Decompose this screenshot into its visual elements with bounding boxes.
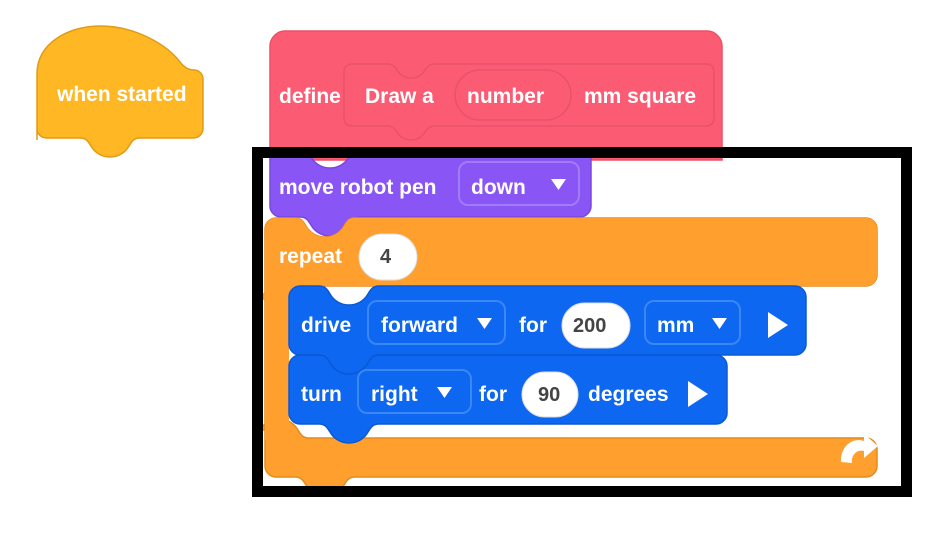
drive-unit-dropdown[interactable] xyxy=(644,300,741,345)
turn-direction-value[interactable]: right xyxy=(371,383,418,406)
repeat-left-arm xyxy=(265,240,289,440)
drive-amount-input[interactable] xyxy=(561,302,631,349)
define-label: define xyxy=(279,85,341,108)
define-argument-number[interactable] xyxy=(454,69,572,121)
highlight-rectangle xyxy=(252,147,912,497)
when-started-shape xyxy=(36,25,204,158)
turn-label: turn xyxy=(301,383,342,406)
pen-state-dropdown-value[interactable]: down xyxy=(471,176,526,199)
move-robot-pen-label: move robot pen xyxy=(279,176,437,199)
drive-for-label: for xyxy=(519,314,547,337)
pen-state-dropdown[interactable] xyxy=(458,161,580,206)
play-triangle-icon[interactable] xyxy=(768,312,788,338)
chevron-down-icon[interactable] xyxy=(551,179,566,190)
repeat-top-arm xyxy=(260,218,877,430)
block-drive[interactable] xyxy=(288,285,807,375)
repeat-count-value[interactable]: 4 xyxy=(380,246,392,268)
turn-direction-dropdown[interactable] xyxy=(357,369,472,414)
turn-degrees-label: degrees xyxy=(588,383,669,406)
chevron-down-icon[interactable] xyxy=(477,318,492,329)
repeat-label: repeat xyxy=(279,245,343,268)
drive-label: drive xyxy=(301,314,352,337)
block-repeat[interactable] xyxy=(258,217,878,497)
block-turn[interactable] xyxy=(288,354,728,444)
turn-amount-value[interactable]: 90 xyxy=(538,384,561,406)
drive-amount-value[interactable]: 200 xyxy=(573,315,607,337)
block-define[interactable] xyxy=(269,30,723,161)
define-argument-label[interactable]: number xyxy=(467,85,545,108)
chevron-down-icon[interactable] xyxy=(437,387,452,398)
define-prototype-outline xyxy=(343,63,715,141)
block-when-started[interactable] xyxy=(36,25,204,158)
repeat-count-input[interactable] xyxy=(358,233,418,281)
turn-amount-input[interactable] xyxy=(521,371,579,418)
block-move-robot-pen[interactable] xyxy=(269,148,592,237)
turn-for-label: for xyxy=(479,383,507,406)
drive-direction-dropdown[interactable] xyxy=(367,300,506,345)
define-prototype-text-before: Draw a xyxy=(365,85,434,108)
drive-direction-value[interactable]: forward xyxy=(381,314,459,337)
when-started-label: when started xyxy=(57,83,187,106)
define-prototype-text-after: mm square xyxy=(584,85,697,108)
loop-arrow-icon[interactable] xyxy=(840,434,878,463)
play-triangle-icon[interactable] xyxy=(688,381,708,407)
chevron-down-icon[interactable] xyxy=(712,318,727,329)
drive-unit-value[interactable]: mm xyxy=(657,314,695,337)
